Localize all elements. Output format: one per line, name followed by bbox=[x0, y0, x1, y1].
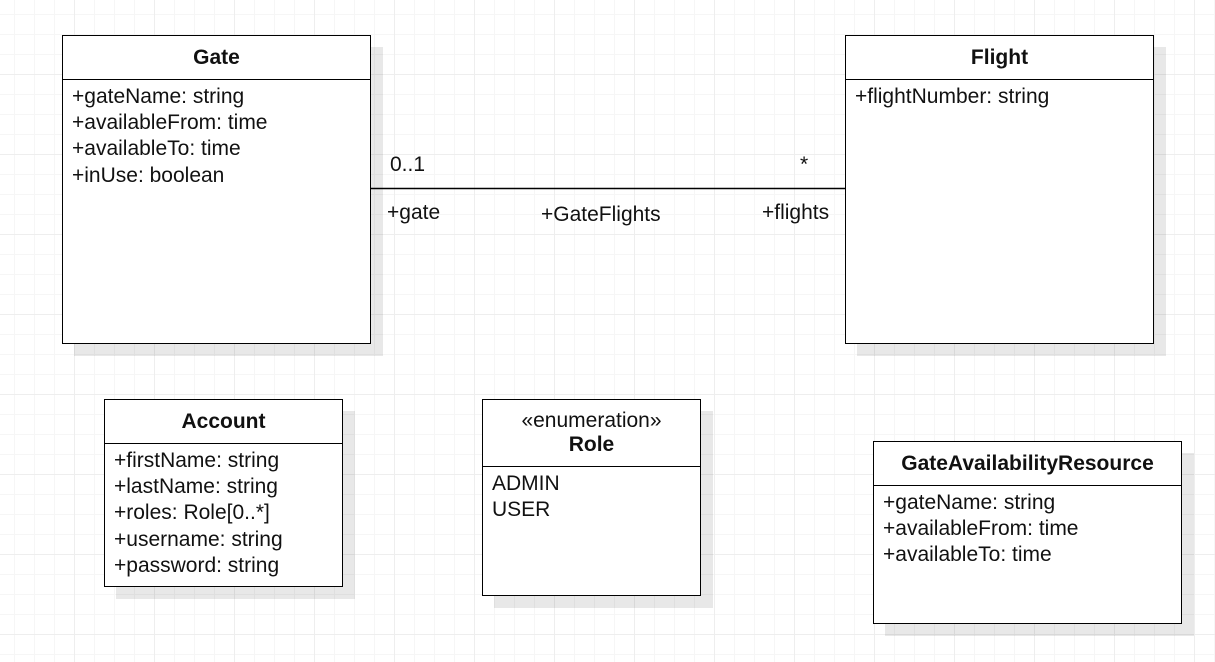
class-account-attributes: +firstName: string +lastName: string +ro… bbox=[105, 444, 342, 579]
class-gate-attribute: +availableTo: time bbox=[72, 137, 241, 161]
class-gate-availability-resource-attribute: +gateName: string bbox=[883, 491, 1056, 514]
class-gate-attributes: +gateName: string +availableFrom: time +… bbox=[63, 80, 370, 189]
class-gate-availability-resource-name: GateAvailabilityResource bbox=[901, 451, 1154, 475]
source-role-label: +gate bbox=[387, 201, 441, 224]
class-account-header: Account bbox=[105, 400, 342, 444]
class-gate-availability-resource-attributes: +gateName: string +availableFrom: time +… bbox=[874, 486, 1181, 569]
enum-role-name: Role bbox=[568, 433, 615, 456]
class-gate-attribute: +gateName: string bbox=[72, 85, 245, 108]
class-account[interactable]: Account +firstName: string +lastName: st… bbox=[104, 399, 343, 587]
class-flight-attributes: +flightNumber: string bbox=[846, 80, 1153, 110]
class-account-attribute: +username: string bbox=[114, 527, 283, 551]
class-gate-availability-resource-attribute: +availableTo: time bbox=[883, 543, 1052, 567]
class-gate-availability-resource-attribute: +availableFrom: time bbox=[883, 517, 1079, 541]
class-gate-attribute: +availableFrom: time bbox=[72, 111, 268, 135]
enum-role-literal: ADMIN bbox=[492, 472, 560, 495]
enum-role-literal: USER bbox=[492, 498, 551, 522]
class-gate-header: Gate bbox=[63, 36, 370, 80]
enum-role-header: «enumeration» Role bbox=[483, 400, 700, 467]
enum-role-stereotype: «enumeration» bbox=[521, 409, 662, 432]
target-role-label: +flights bbox=[762, 201, 830, 224]
class-gate-availability-resource[interactable]: GateAvailabilityResource +gateName: stri… bbox=[873, 441, 1182, 624]
class-gate-attribute: +inUse: boolean bbox=[72, 163, 225, 187]
class-gate[interactable]: Gate +gateName: string +availableFrom: t… bbox=[62, 35, 371, 344]
class-account-name: Account bbox=[181, 409, 266, 433]
class-gate-name: Gate bbox=[193, 45, 240, 69]
class-flight[interactable]: Flight +flightNumber: string bbox=[845, 35, 1154, 344]
class-flight-attribute: +flightNumber: string bbox=[855, 85, 1050, 108]
class-flight-name: Flight bbox=[970, 45, 1029, 69]
class-account-attribute: +lastName: string bbox=[114, 475, 278, 499]
target-multiplicity-label: * bbox=[800, 153, 809, 176]
class-account-attribute: +firstName: string bbox=[114, 449, 280, 472]
association-name-label: +GateFlights bbox=[541, 203, 661, 226]
enum-role-literals: ADMIN USER bbox=[483, 467, 700, 523]
class-account-attribute: +roles: Role[0..*] bbox=[114, 501, 270, 525]
enum-role[interactable]: «enumeration» Role ADMIN USER bbox=[482, 399, 701, 596]
source-multiplicity-label: 0..1 bbox=[390, 153, 426, 176]
class-flight-header: Flight bbox=[846, 36, 1153, 80]
class-account-attribute: +password: string bbox=[114, 553, 280, 577]
class-gate-availability-resource-header: GateAvailabilityResource bbox=[874, 442, 1181, 486]
